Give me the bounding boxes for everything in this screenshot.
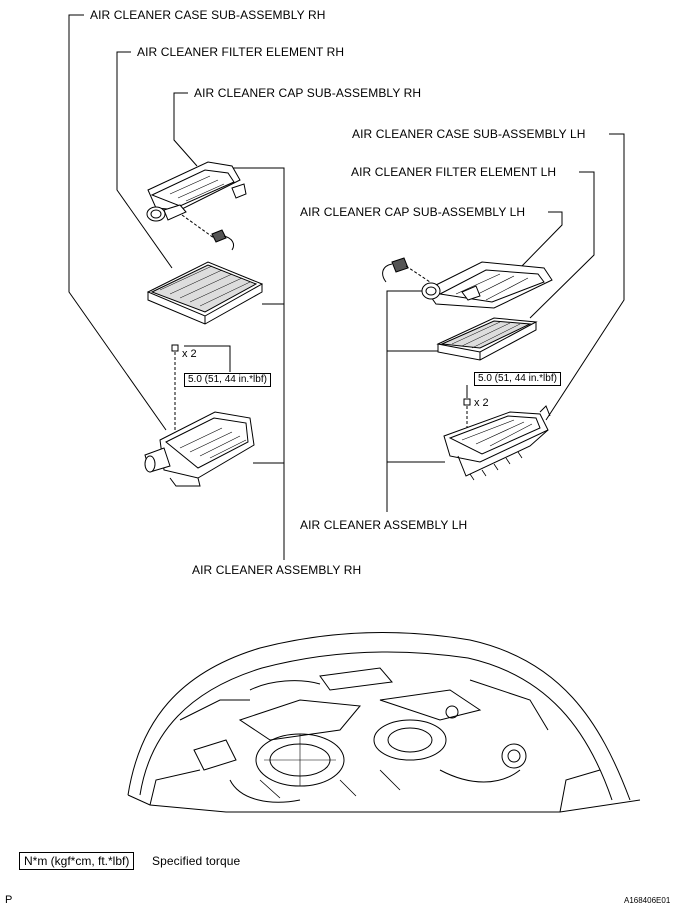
case-rh-drawing (144, 411, 255, 487)
page-marker: P (5, 894, 13, 906)
torque-spec-lh: 5.0 (51, 44 in.*lbf) (474, 372, 561, 386)
engine-bay-drawing (127, 631, 641, 813)
qty-lh: x 2 (474, 397, 489, 409)
case-lh-drawing (443, 405, 551, 481)
label-cap-rh: AIR CLEANER CAP SUB-ASSEMBLY RH (194, 86, 422, 100)
label-assy-rh: AIR CLEANER ASSEMBLY RH (192, 563, 362, 577)
rh-leader-lines (68, 14, 285, 560)
label-filter-rh: AIR CLEANER FILTER ELEMENT RH (137, 45, 345, 59)
cap-lh-drawing (382, 257, 553, 309)
label-assy-lh: AIR CLEANER ASSEMBLY LH (300, 518, 468, 532)
torque-spec-rh: 5.0 (51, 44 in.*lbf) (184, 373, 271, 387)
qty-rh: x 2 (182, 348, 197, 360)
legend-text: Specified torque (152, 854, 241, 868)
filter-rh-drawing (146, 261, 264, 325)
rh-bolt (171, 344, 231, 440)
lh-leader-lines (386, 133, 625, 512)
label-case-lh: AIR CLEANER CASE SUB-ASSEMBLY LH (352, 127, 586, 141)
label-case-rh: AIR CLEANER CASE SUB-ASSEMBLY RH (90, 8, 326, 22)
filter-lh-drawing (436, 317, 538, 361)
figure-id: A168406E01 (624, 896, 671, 905)
label-cap-lh: AIR CLEANER CAP SUB-ASSEMBLY LH (300, 205, 526, 219)
cap-rh-drawing (146, 161, 247, 251)
label-filter-lh: AIR CLEANER FILTER ELEMENT LH (351, 165, 557, 179)
legend-unit-box: N*m (kgf*cm, ft.*lbf) (19, 852, 135, 870)
